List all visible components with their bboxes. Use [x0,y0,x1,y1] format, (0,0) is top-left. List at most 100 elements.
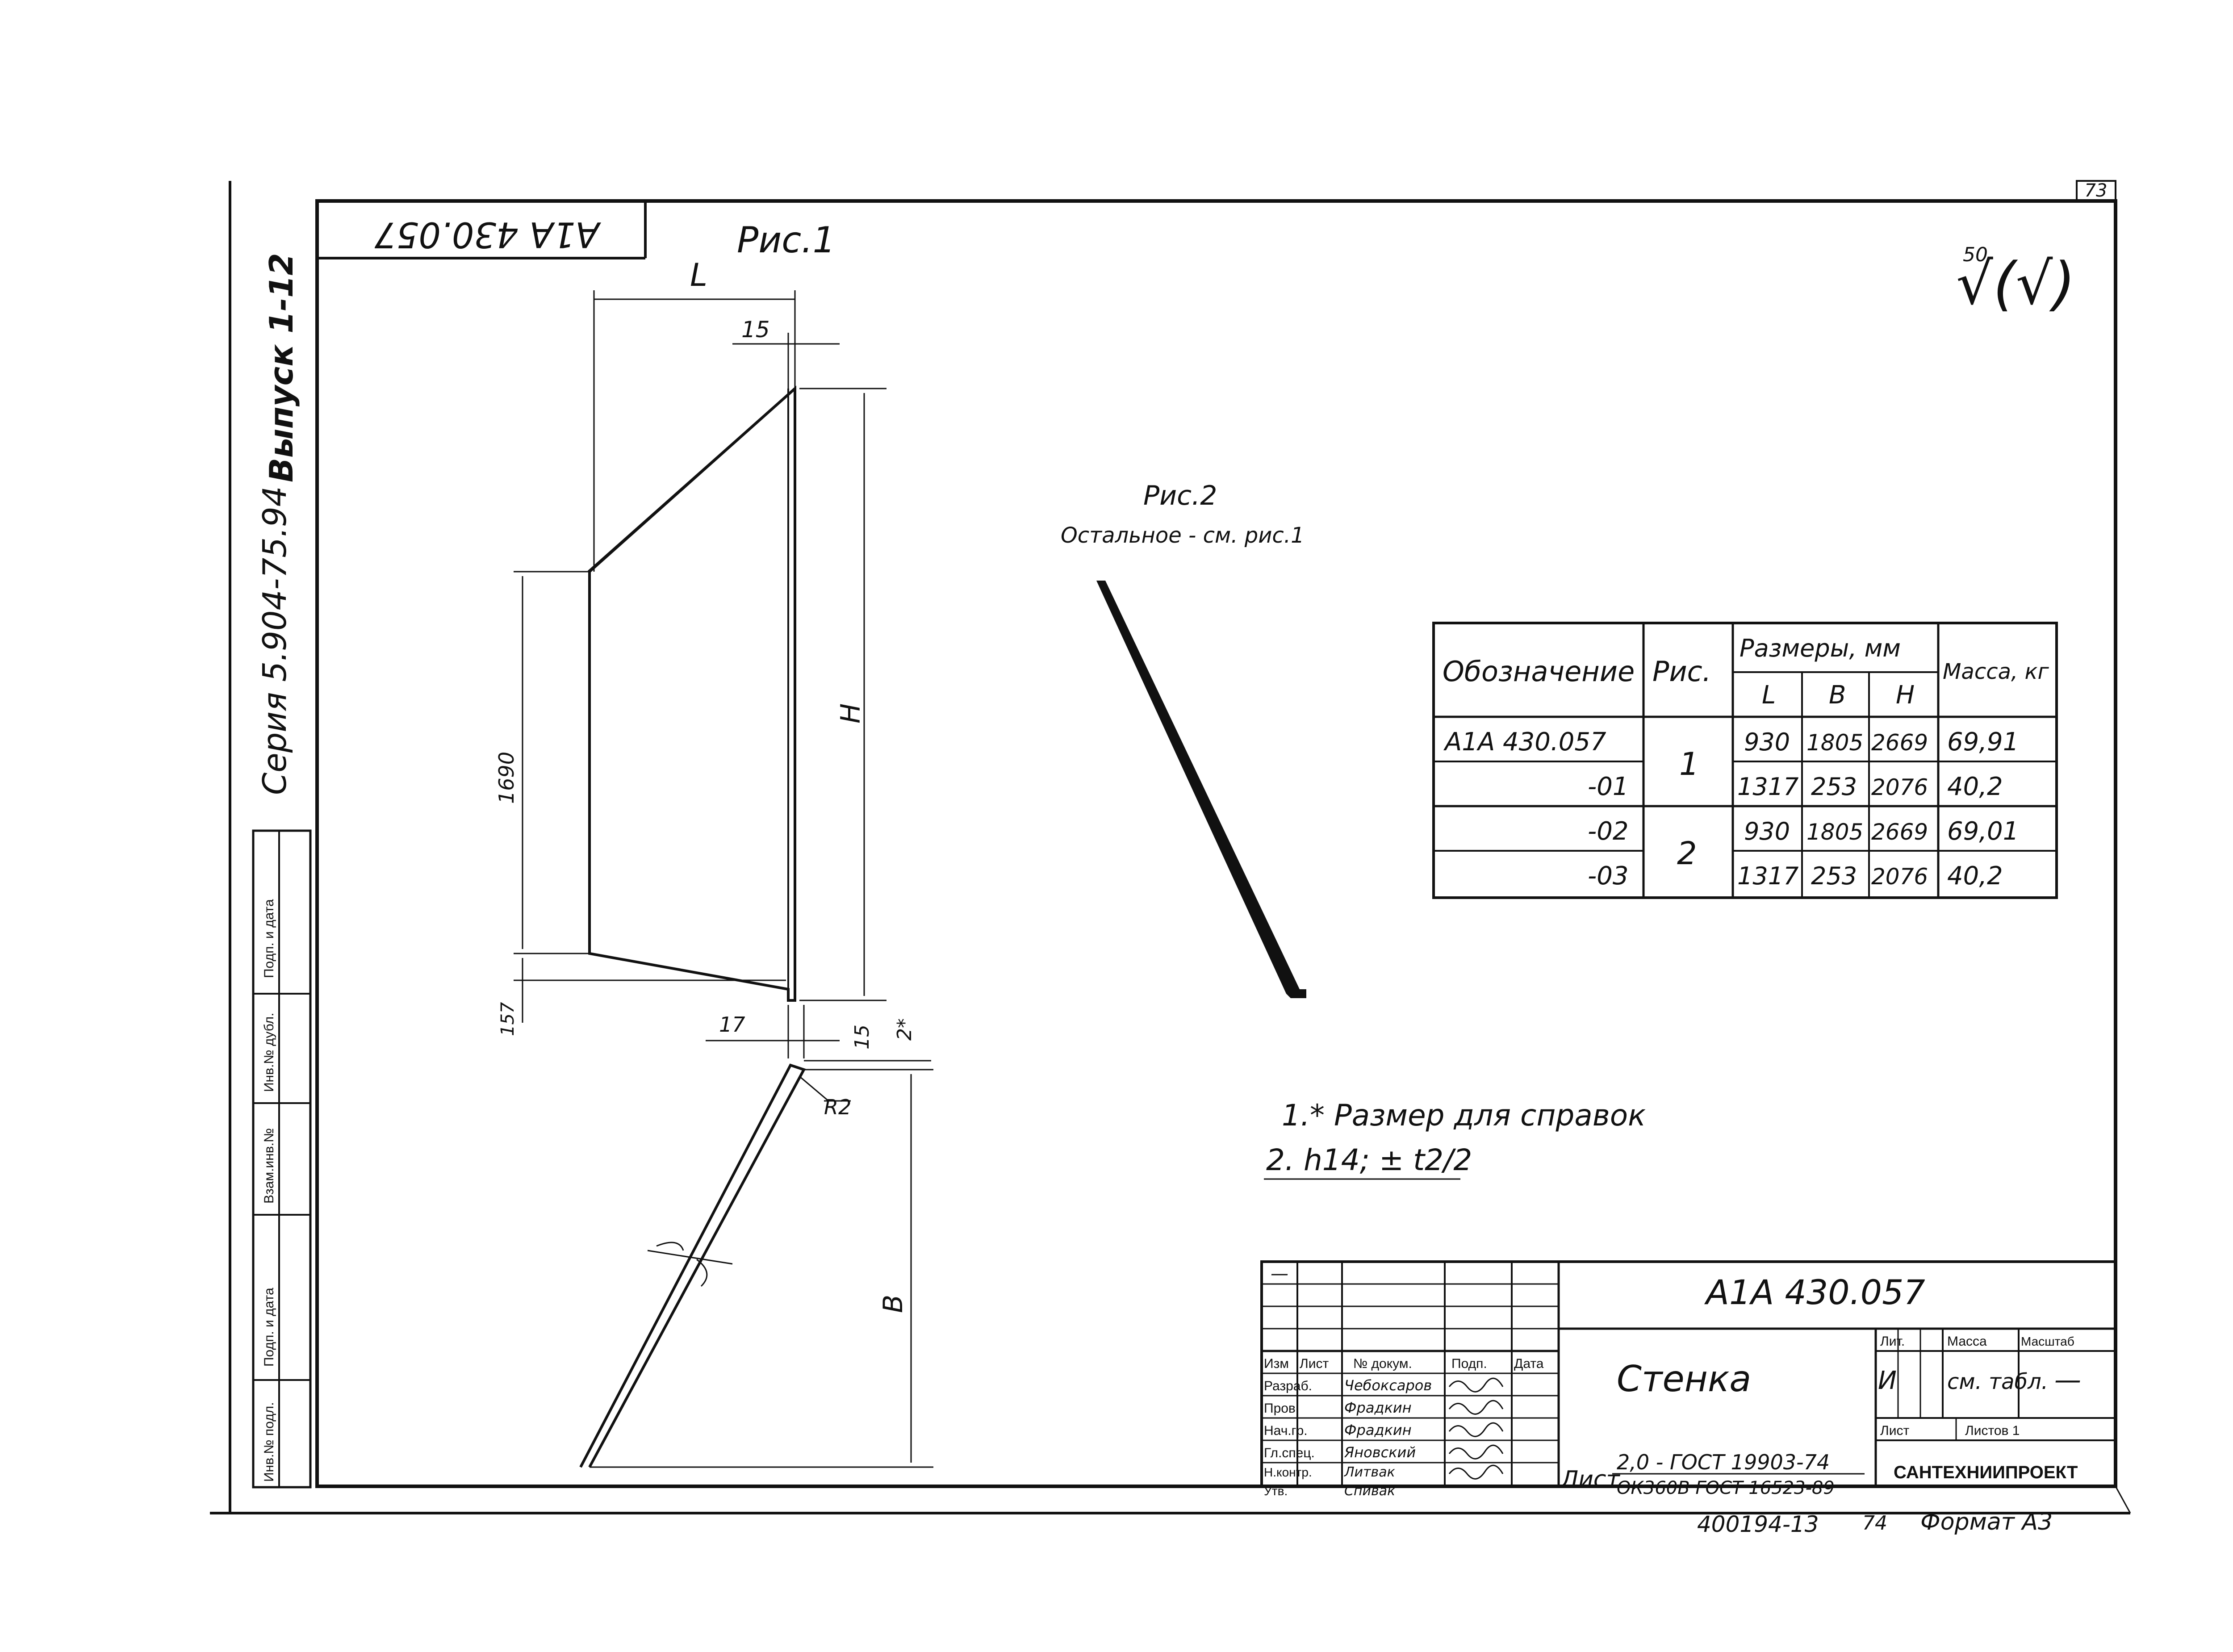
row-fig: 1 [1679,746,1699,782]
row-H: 2076 [1871,864,1928,890]
row-B: 253 [1811,773,1857,801]
top-code-box: А1А 430.057 [317,201,647,259]
title-block: — Изм Лист № докум. Подп. Дата Разраб. Ч… [1260,1260,2117,1499]
side-field-label: Взам.инв.№ [262,1128,276,1204]
row-B: 253 [1811,862,1857,890]
dim-157: 157 [498,1002,518,1036]
material-prefix: Лист [1560,1466,1620,1493]
role-name: Чебоксаров [1344,1377,1432,1394]
signature [1448,1377,1504,1393]
row-fig: 2 [1677,835,1697,872]
row-mass: 69,01 [1947,817,2019,846]
dim-B: B [878,1295,909,1313]
row-L: 930 [1744,817,1790,845]
issue-label: Выпуск 1-12 [263,253,300,482]
th-mass: Масса, кг [1943,659,2049,684]
role-name: Фрадкин [1344,1422,1412,1439]
dim-H: H [835,703,866,724]
doc-code: А1А 430.057 [1704,1272,1925,1312]
side-field-label: Инв.№ дубл. [262,1013,276,1092]
change-row-mark: — [1271,1263,1288,1284]
signature [1448,1444,1504,1460]
side-field-label: Инв.№ подл. [262,1402,276,1482]
roughness-value: 50 [1963,243,1988,266]
role-label: Н.контр. [1264,1465,1312,1479]
dim-15-bottom: 15 [851,1025,874,1050]
row-B: 1805 [1806,730,1863,756]
notes: 1.* Размер для справок 2. h14; ± t2/2 [1264,1098,1646,1180]
material-bottom: ОК360В ГОСТ 16523-89 [1617,1478,1835,1498]
signature [1448,1464,1504,1480]
change-header: Лист [1300,1356,1329,1371]
lit-value: И [1878,1366,1897,1395]
fig2-note: Остальное - см. рис.1 [1061,523,1305,548]
row-L: 1317 [1737,862,1798,890]
row-L: 1317 [1737,773,1798,801]
change-header: Подп. [1451,1356,1487,1371]
footer-page: 74 [1862,1512,1887,1535]
side-strip: Серия 5.904-75.94 Выпуск 1-12 Подп. и да… [252,253,312,1489]
dim-15-top: 15 [741,317,770,343]
side-field-label: Подп. и дата [262,1288,276,1367]
footer-inv: 400194-13 [1697,1511,1819,1537]
role-label: Нач.гр. [1264,1423,1308,1438]
sheet-label: Лист [1880,1423,1909,1438]
role-name: Фрадкин [1344,1399,1412,1416]
figure-2: Рис.2 Остальное - см. рис.1 [1061,480,1306,998]
material-top: 2,0 - ГОСТ 19903-74 [1617,1450,1830,1474]
doc-name: Стенка [1617,1358,1751,1400]
note-2: 2. h14; ± t2/2 [1266,1143,1472,1177]
row-mass: 40,2 [1947,862,2003,891]
footer-format: Формат А3 [1920,1509,2053,1535]
change-header: Изм [1264,1356,1289,1371]
corner-number-box [2076,180,2116,202]
corner-number: 73 [2085,180,2108,201]
dim-1690: 1690 [494,752,519,804]
figure-1: Рис.1 L 15 H 1690 157 17 15 2* [494,219,933,1468]
sheets-label: Листов 1 [1965,1423,2020,1438]
fig2-part [1096,581,1306,998]
top-code-rotated: А1А 430.057 [374,214,602,255]
roughness-mark: √(√) [1956,250,2075,318]
role-label: Разраб. [1264,1379,1312,1393]
scale-label: Масштаб [2021,1334,2074,1348]
th-designation: Обозначение [1443,655,1635,688]
side-field-label: Подп. и дата [262,899,276,978]
row-designation: -01 [1588,772,1628,801]
sheet-frame [210,181,2131,1514]
row-L: 930 [1744,728,1790,756]
row-H: 2669 [1871,730,1928,756]
lit-label: Лит. [1880,1334,1905,1349]
th-B: B [1829,681,1846,710]
footer: 400194-13 74 Формат А3 [1697,1509,2053,1537]
mass-label: Масса [1947,1334,1987,1349]
dim-2-ref: 2* [893,1018,916,1041]
series-label: Серия 5.904-75.94 [256,486,293,795]
dim-L: L [690,257,707,293]
row-H: 2076 [1871,774,1928,800]
change-header: Дата [1514,1356,1544,1371]
th-fig: Рис. [1652,655,1711,688]
row-mass: 69,91 [1947,728,2019,757]
row-B: 1805 [1806,819,1863,845]
th-L: L [1762,681,1776,710]
signature [1448,1422,1504,1437]
mass-value: см. табл. [1947,1369,2048,1394]
fig1-section [579,1063,806,1468]
change-header: № докум. [1353,1356,1412,1371]
row-H: 2669 [1871,819,1928,845]
row-mass: 40,2 [1947,772,2003,801]
fig2-title: Рис.2 [1143,480,1217,511]
role-name: Литвак [1344,1464,1395,1480]
row-designation: -02 [1588,817,1628,846]
dim-17: 17 [719,1012,745,1037]
scale-value: — [2054,1364,2081,1396]
role-name: Яновский [1344,1444,1416,1461]
role-name: Спивак [1344,1483,1395,1499]
th-sizes: Размеры, мм [1740,634,1901,662]
role-label: Утв. [1264,1484,1288,1498]
row-designation: -03 [1588,862,1628,891]
role-label: Гл.спец. [1264,1446,1315,1460]
th-H: H [1896,681,1915,710]
